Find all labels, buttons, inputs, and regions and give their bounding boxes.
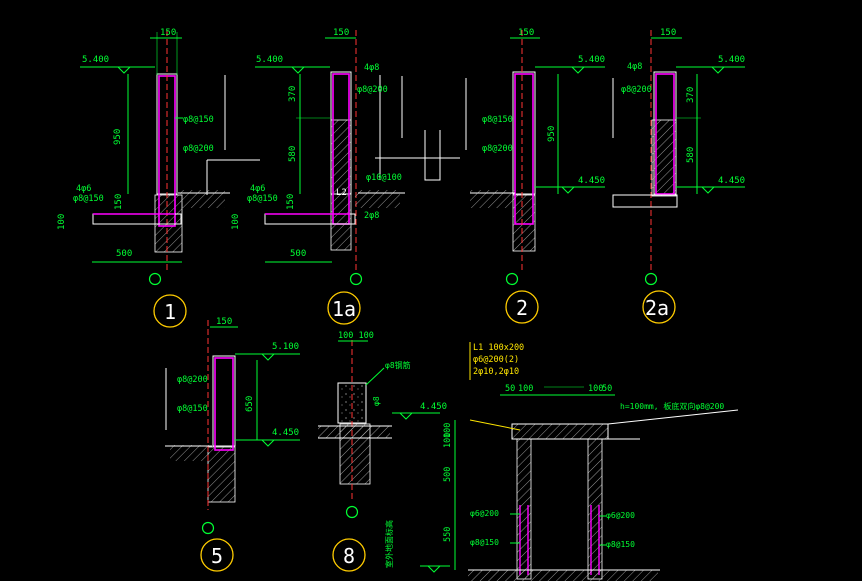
detail-1-marker[interactable]	[153, 294, 187, 328]
detail-2-width: 150	[518, 28, 534, 38]
detail-2a-h2: 580	[686, 147, 696, 163]
detail-8: 100 100 4.450 φ8钢筋 φ8 8	[318, 331, 447, 572]
detail-2a: 150 5.400 370 580 4.450 4φ8 φ8@200 2a	[612, 28, 745, 324]
detail-2a-rebar-2: φ8@200	[621, 85, 652, 95]
detail-2-id: 2	[516, 296, 528, 320]
detail-5-rebar-1: φ8@200	[177, 375, 208, 385]
detail-1: 150 5.400 950 500 100 150 φ8@150 φ8@200 …	[57, 28, 260, 328]
beam-dim-left-3: 500	[443, 467, 453, 482]
detail-1a-base-h: 100	[231, 214, 241, 230]
detail-1-base-w: 500	[116, 249, 132, 259]
detail-1a-foot-h: 150	[286, 194, 296, 210]
detail-5-id: 5	[211, 544, 223, 568]
detail-2a-elev-top: 5.400	[718, 55, 745, 65]
detail-1a-rebar-3: φ10@100	[366, 173, 402, 183]
beam-dim-left-4: 550	[443, 527, 453, 542]
detail-8-elev: 4.450	[420, 402, 447, 412]
beam-dim-top-2: 100	[518, 384, 533, 394]
detail-1a-h2: 580	[288, 146, 298, 162]
detail-1-base-h: 100	[57, 214, 67, 230]
detail-5-elev-bot: 4.450	[272, 428, 299, 438]
detail-1-foot-h: 150	[114, 194, 124, 210]
detail-5-elev-top: 5.100	[272, 342, 299, 352]
beam-dim-top-1: 50	[505, 384, 515, 394]
detail-1-width: 150	[160, 28, 176, 38]
detail-1-rebar-3: 4φ6	[76, 184, 91, 194]
detail-2-height: 950	[547, 126, 557, 142]
detail-2a-h1: 370	[686, 87, 696, 103]
detail-1a-elev-top: 5.400	[256, 55, 283, 65]
detail-2-elev-top: 5.400	[578, 55, 605, 65]
beam-dim-left-2: 100	[443, 433, 453, 448]
beam-rebar-3: φ6@200	[606, 511, 635, 520]
beam-dim-top-4: 50	[602, 384, 612, 394]
detail-2a-id: 2a	[645, 296, 669, 320]
beam-dim-top-3: 100	[588, 384, 603, 394]
detail-5-height: 650	[245, 396, 255, 412]
detail-1-elev-top: 5.400	[82, 55, 109, 65]
detail-2a-marker[interactable]	[642, 290, 676, 324]
misc-lines	[375, 76, 467, 181]
detail-5: 150 5.100 650 4.450 φ8@200 φ8@150 5	[165, 317, 300, 572]
beam-section: L1 100x200 φ6@200(2) 2φ10,2φ10 50 100 10…	[384, 342, 739, 581]
detail-1a-marker[interactable]	[327, 291, 361, 325]
beam-note-top: h=100mm, 板底双向φ8@200	[620, 401, 724, 411]
detail-2: 150 5.400 950 4.450 φ8@150 φ8@200 2	[470, 28, 605, 324]
beam-rebar-1: φ6@200	[470, 509, 499, 518]
detail-1-rebar-4: φ8@150	[73, 194, 104, 204]
detail-1a-id: 1a	[332, 297, 356, 321]
detail-1-id: 1	[164, 300, 176, 324]
beam-annot-1: L1 100x200	[473, 343, 524, 353]
beam-annot-2: φ6@200(2)	[473, 355, 519, 365]
beam-bottom-label: 室外地面标高	[384, 520, 394, 568]
detail-2-marker[interactable]	[505, 290, 539, 324]
detail-1a-rebar-5: φ8@150	[247, 194, 278, 204]
detail-8-label-1: φ8钢筋	[385, 360, 411, 370]
detail-2a-elev-bot: 4.450	[718, 176, 745, 186]
detail-5-rebar-2: φ8@150	[177, 404, 208, 414]
beam-rebar-2: φ8@150	[470, 538, 499, 547]
detail-1a-base-w: 500	[290, 249, 306, 259]
detail-1-height: 950	[113, 129, 123, 145]
detail-1a-rebar-2: φ8@200	[357, 85, 388, 95]
detail-1a-width: 150	[333, 28, 349, 38]
detail-5-width: 150	[216, 317, 232, 327]
detail-1a-rebar-1: 4φ8	[364, 63, 379, 73]
detail-1a-beam-label: L2	[336, 188, 347, 198]
detail-2-rebar-2: φ8@200	[482, 144, 513, 154]
detail-2a-width: 150	[660, 28, 676, 38]
detail-5-marker[interactable]	[200, 538, 234, 572]
detail-8-width: 100 100	[338, 331, 374, 341]
detail-1-rebar-2: φ8@200	[183, 144, 214, 154]
beam-rebar-4: φ8@150	[606, 540, 635, 549]
beam-annot-3: 2φ10,2φ10	[473, 367, 519, 377]
detail-1a-rebar-4: 4φ6	[250, 184, 265, 194]
detail-8-marker[interactable]	[332, 538, 366, 572]
detail-2a-rebar-1: 4φ8	[627, 62, 642, 72]
beam-dim-left-1: 100	[443, 423, 453, 438]
detail-8-id: 8	[343, 544, 355, 568]
detail-1a-h1: 370	[288, 86, 298, 102]
detail-2-elev-bot: 4.450	[578, 176, 605, 186]
detail-8-label-2: φ8	[372, 396, 381, 406]
detail-2-rebar-1: φ8@150	[482, 115, 513, 125]
detail-1a-rebar-6: 2φ8	[364, 211, 379, 221]
detail-1a: 150 5.400 370 580 500 100 150 4φ8 φ8@200…	[231, 28, 430, 325]
detail-1-rebar-1: φ8@150	[183, 115, 214, 125]
